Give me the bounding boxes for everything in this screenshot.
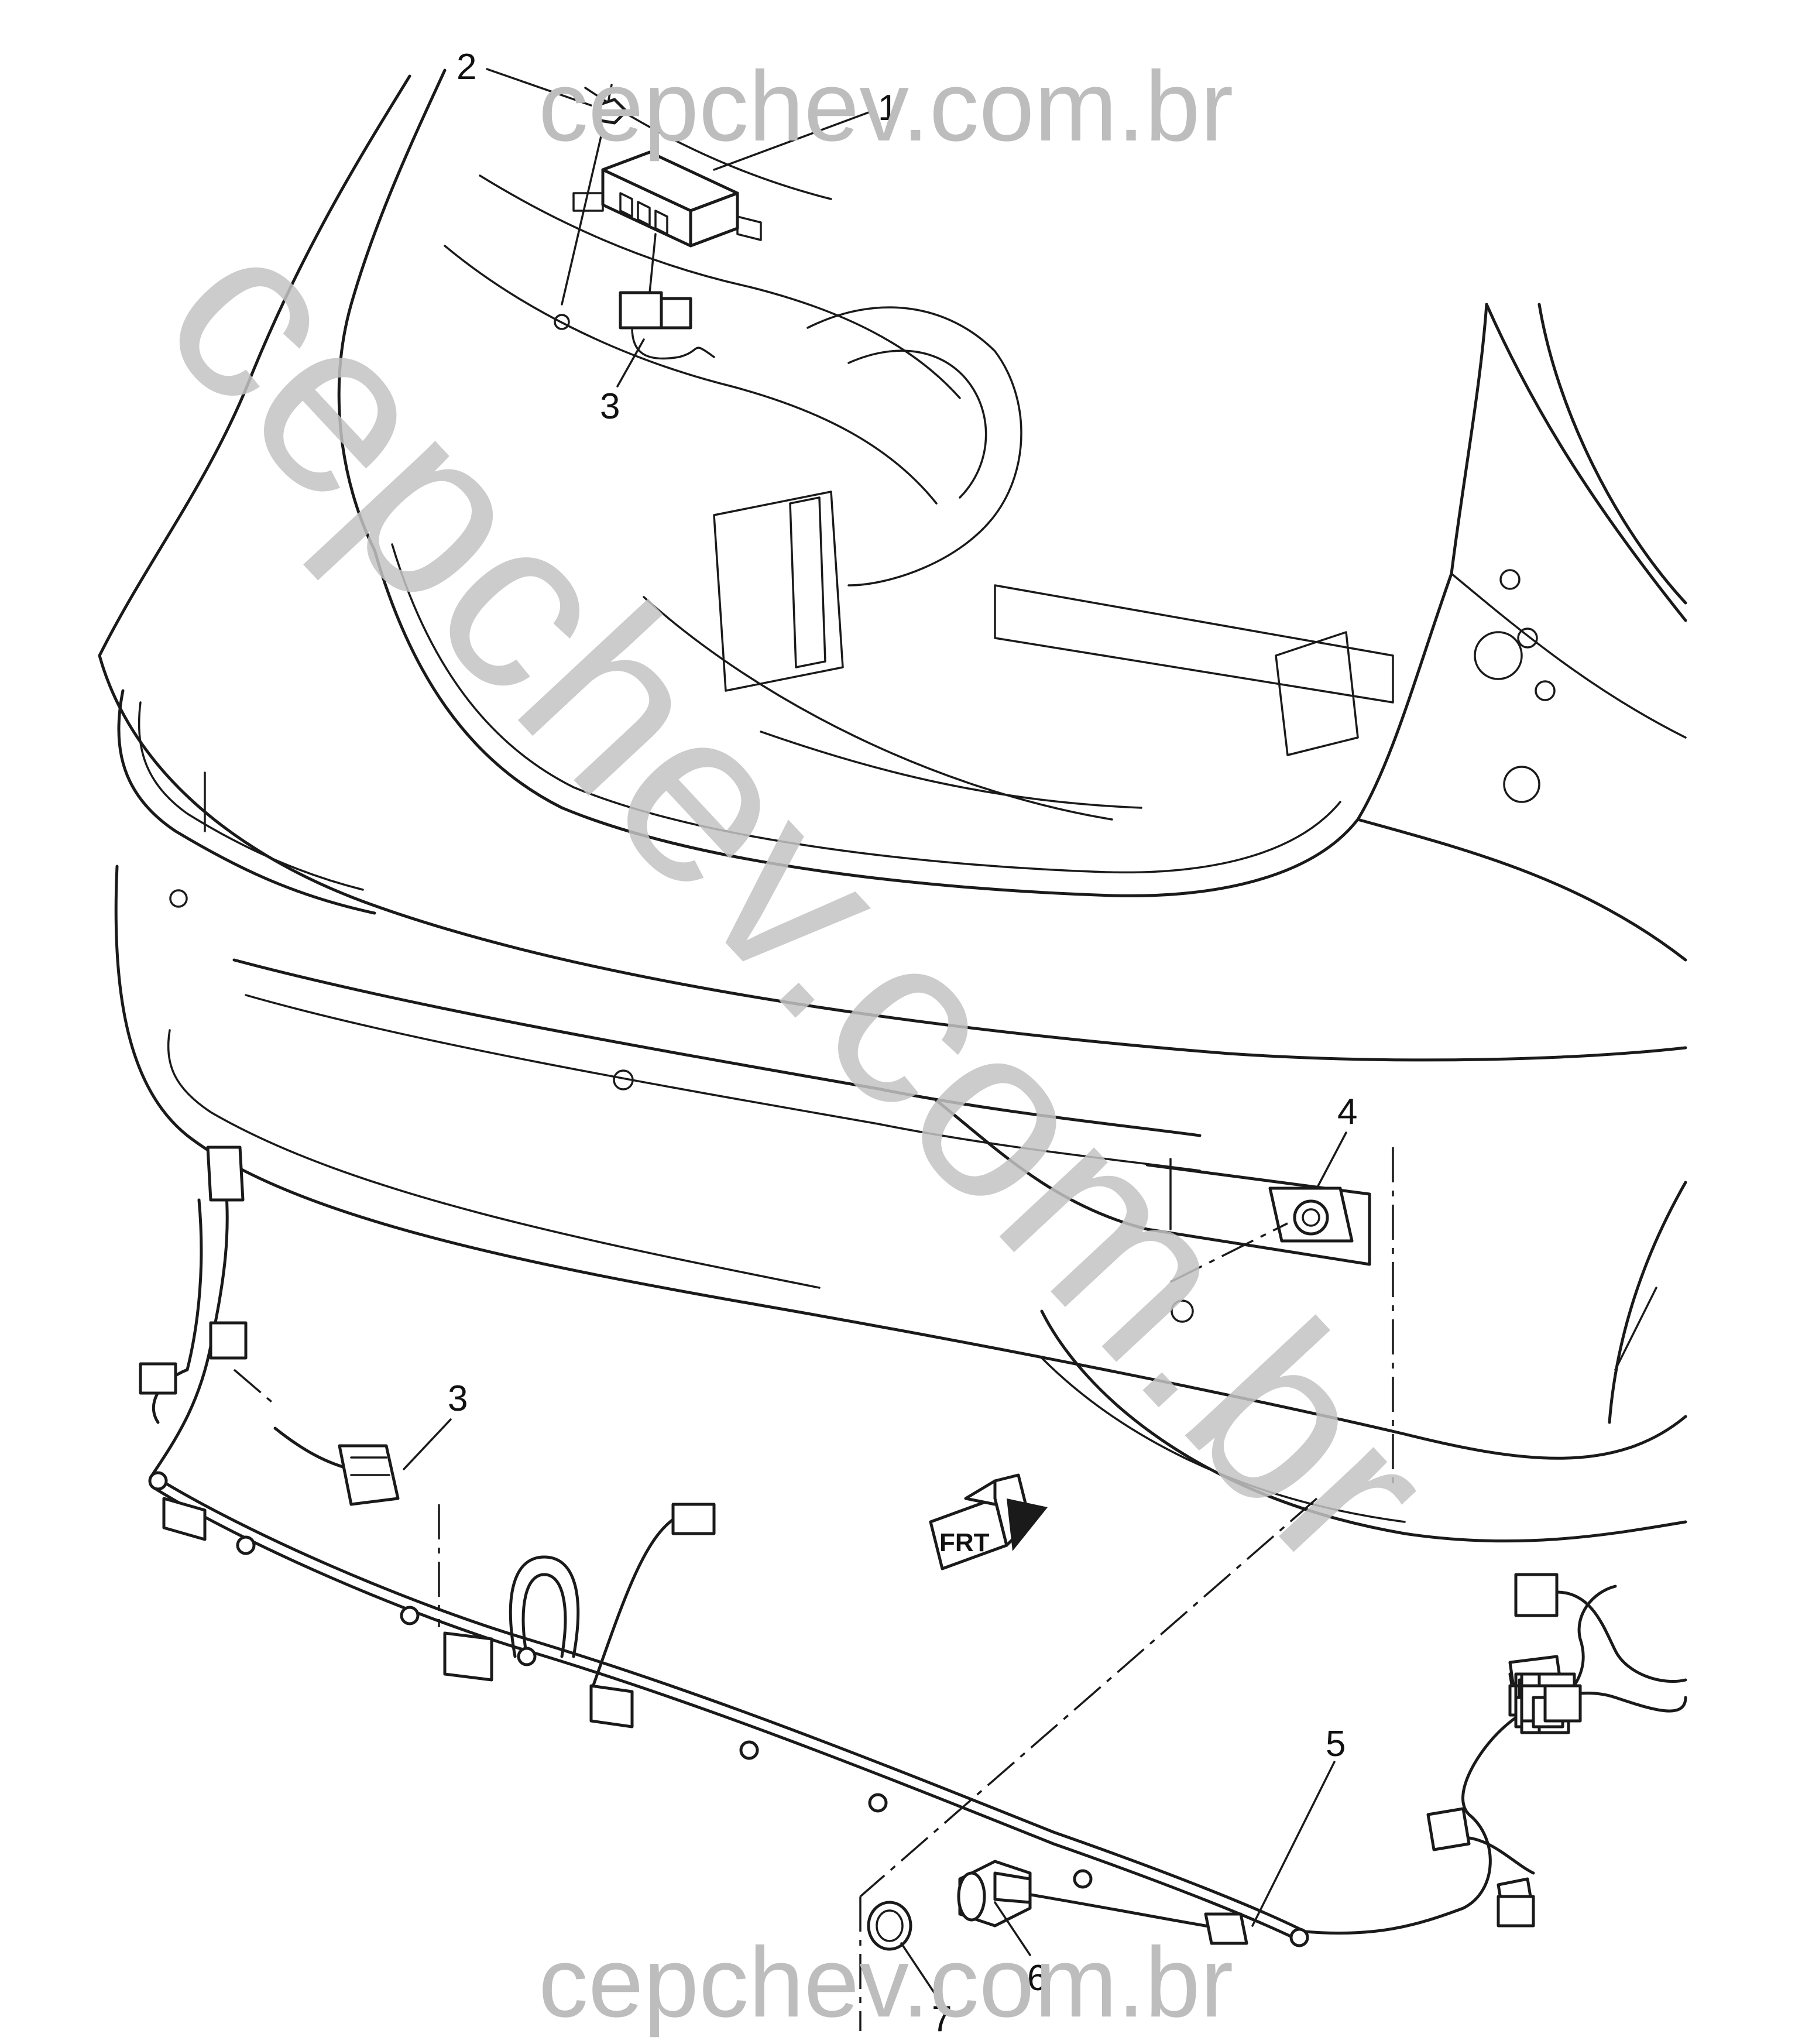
vehicle-rear-body xyxy=(98,68,1687,962)
callout-3-lower: 3 xyxy=(448,1378,468,1419)
sensor-retainer-ring xyxy=(867,1901,912,1951)
watermarks: cepchev.com.br cepchev.com.br cepchev.co… xyxy=(113,51,1485,2038)
module-nut xyxy=(554,84,628,330)
parking-assist-control-module xyxy=(572,150,762,248)
callout-3-upper: 3 xyxy=(600,386,620,427)
callout-4: 4 xyxy=(1337,1092,1357,1132)
rear-bumper-fascia xyxy=(98,654,1687,1543)
callout-1: 1 xyxy=(878,88,898,128)
callout-5: 5 xyxy=(1326,1724,1346,1764)
callout-labels: 1 2 3 3 4 5 6 7 xyxy=(448,47,1357,2039)
parking-assist-sensor xyxy=(957,1860,1032,1928)
callout-2: 2 xyxy=(457,47,476,87)
front-direction-arrow-icon: FRT xyxy=(929,1473,1048,1570)
assembly-guide-lines xyxy=(233,1147,1394,2031)
rear-bumper-wiring-harness xyxy=(139,1146,1687,1947)
callout-leaders xyxy=(403,68,1347,1997)
watermark-bottom: cepchev.com.br xyxy=(538,1927,1233,2038)
watermark-top: cepchev.com.br xyxy=(538,51,1233,162)
harness-connector-upper xyxy=(619,233,715,360)
callout-6: 6 xyxy=(1027,1958,1047,1998)
parking-sensor-bracket xyxy=(1268,1186,1354,1243)
callout-7: 7 xyxy=(932,1999,952,2039)
frt-label: FRT xyxy=(939,1528,990,1557)
